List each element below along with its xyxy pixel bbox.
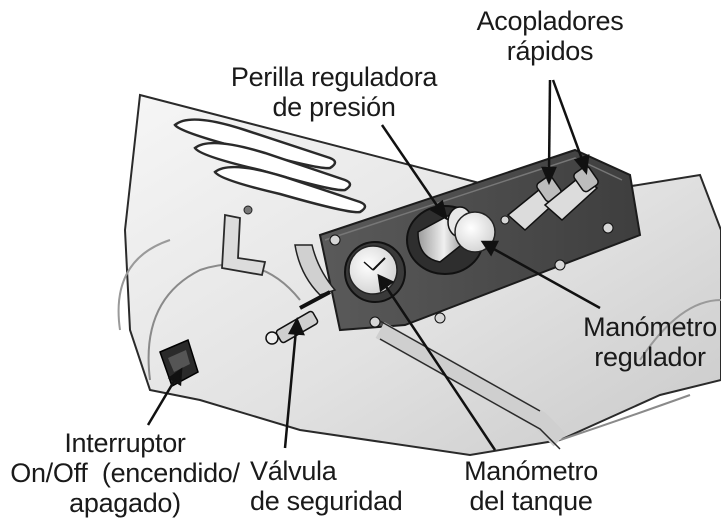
couplers-line-2: rápidos (506, 36, 594, 66)
regulator-gauge-line-2: regulador (594, 342, 706, 372)
tank-gauge (344, 241, 406, 303)
couplers-label: Acopladores rápidos (447, 6, 653, 66)
switch-label: Interruptor On/Off (encendido/ apagado) (0, 428, 250, 518)
leader-lines (146, 79, 601, 451)
tank-gauge-line-2: del tanque (469, 486, 593, 516)
safety-valve-line-1: Válvula (250, 456, 337, 486)
safety-valve-line-2: de seguridad (250, 486, 403, 516)
switch-line-2: On/Off (encendido/ (10, 458, 240, 488)
regulator-gauge-label: Manómetro regulador (580, 312, 720, 372)
pressure-knob-line-2: de presión (272, 92, 396, 122)
quick-couplers (506, 165, 599, 232)
safety-valve-label: Válvula de seguridad (250, 456, 422, 516)
vent-slots (173, 118, 367, 214)
pressure-knob-label: Perilla reguladora de presión (222, 62, 446, 122)
regulator-gauge-line-1: Manómetro (583, 312, 717, 342)
hose (375, 322, 567, 447)
switch-line-3: apagado) (69, 488, 181, 518)
pressure-knob-line-1: Perilla reguladora (230, 62, 438, 92)
power-switch (159, 338, 199, 388)
tank-gauge-line-1: Manómetro (464, 456, 598, 486)
switch-line-1: Interruptor (64, 428, 186, 458)
tank-gauge-label: Manómetro del tanque (455, 456, 607, 516)
couplers-line-1: Acopladores (476, 6, 624, 36)
